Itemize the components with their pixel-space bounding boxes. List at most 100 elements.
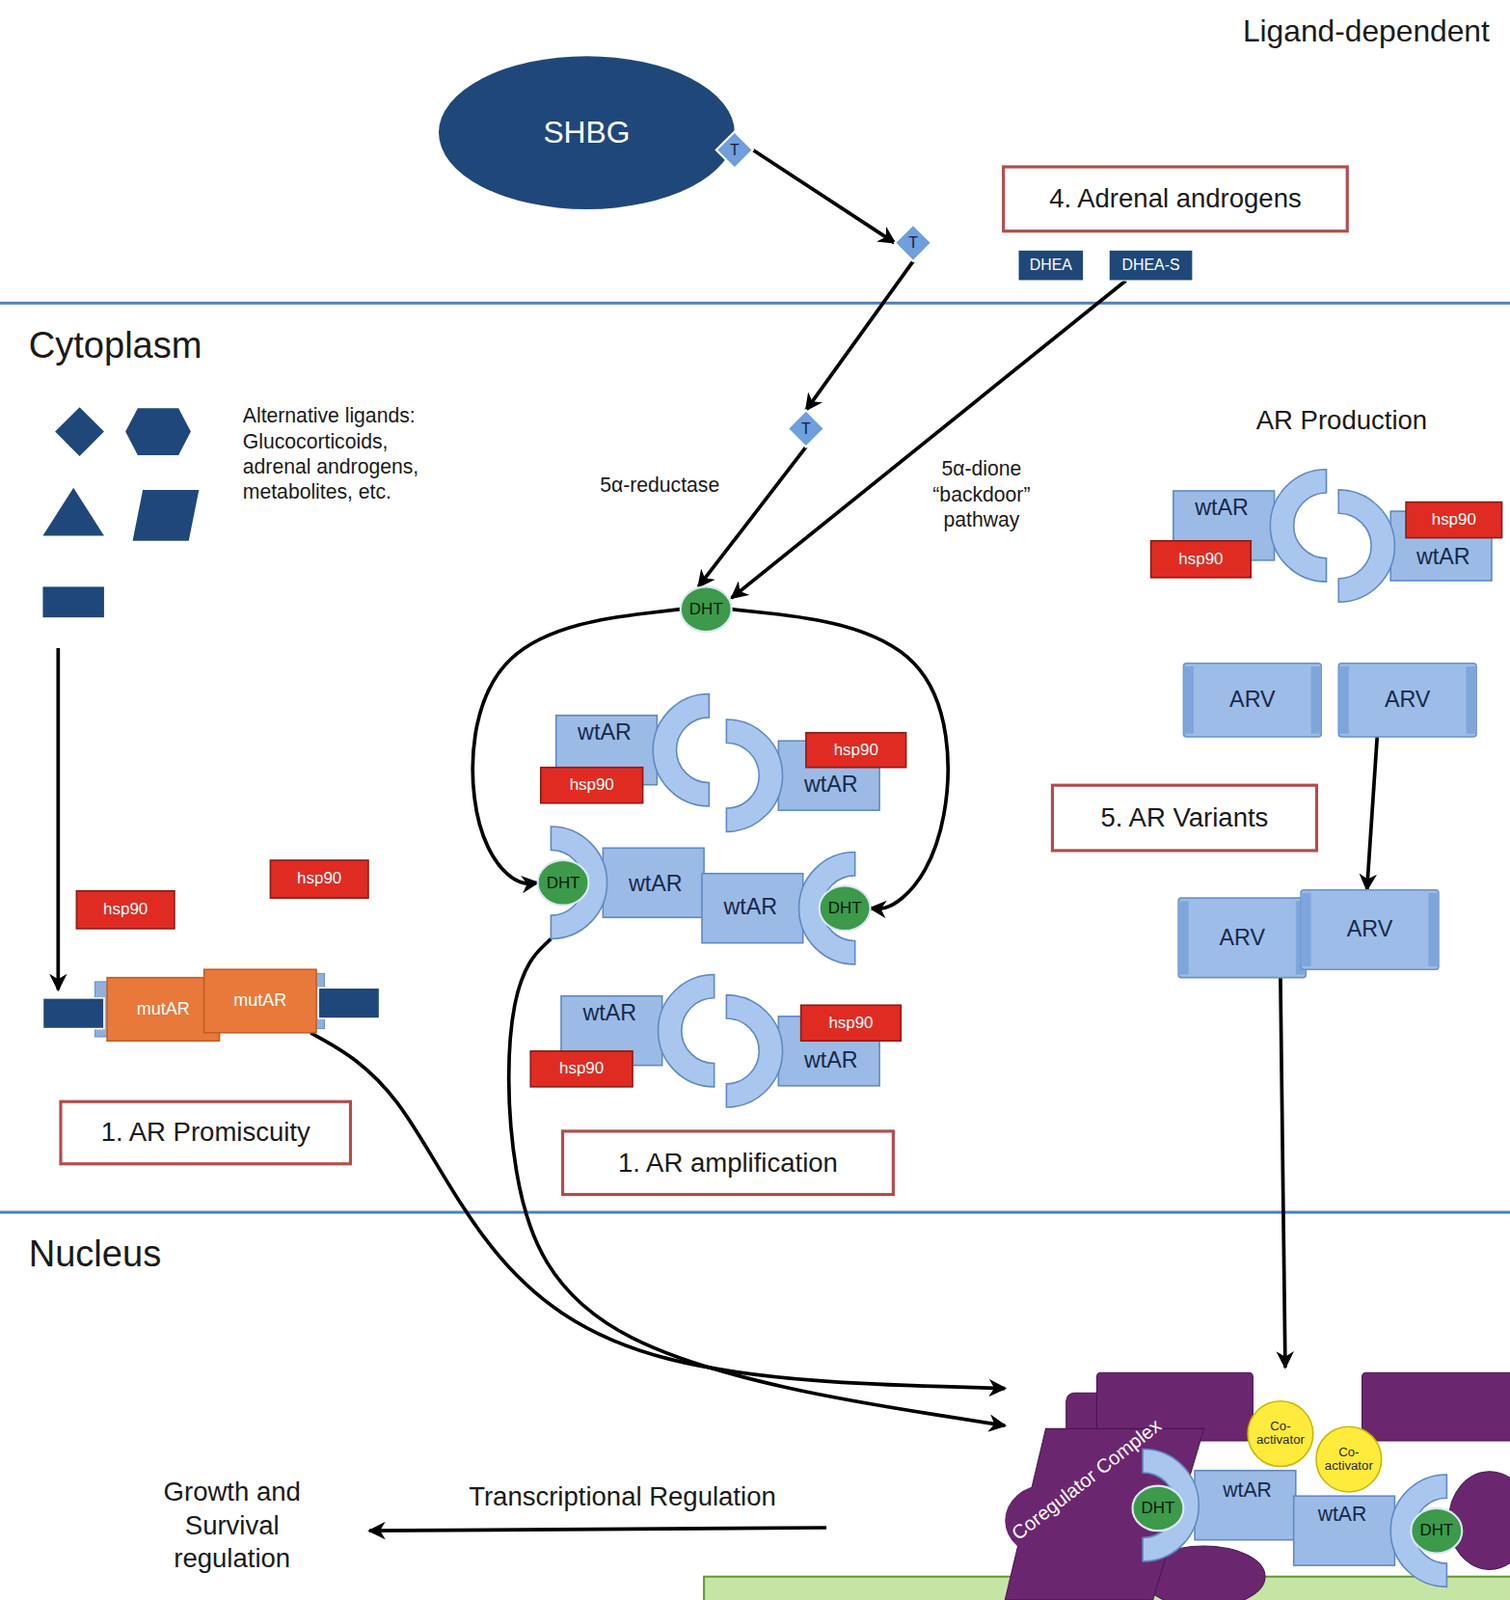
- diagram-label: Transcriptional Regulation: [423, 1479, 822, 1512]
- ligand-rectangle: [42, 586, 104, 618]
- coactivator-name: Co- activator: [1250, 1420, 1310, 1448]
- diagram-label: 5α-dione “backdoor” pathway: [916, 456, 1047, 533]
- chaperone-name: hsp90: [1178, 549, 1223, 568]
- ligand-circle: DHT: [1132, 1485, 1185, 1532]
- callout-title: 4. Adrenal androgens: [1049, 184, 1302, 216]
- variant-name: ARV: [1384, 686, 1430, 713]
- chaperone-box: hsp90: [540, 767, 644, 804]
- callout-title: 1. AR amplification: [618, 1147, 838, 1179]
- ligand-name: DHT: [1141, 1498, 1176, 1517]
- bound-ligand: [318, 987, 379, 1019]
- receptor-name: wtAR: [782, 771, 881, 798]
- diagram-label: AR Production: [1224, 404, 1459, 437]
- mutant-name: mutAR: [136, 998, 190, 1020]
- hormone-box: DHEA: [1018, 249, 1084, 281]
- variant-box: ARV: [1300, 889, 1439, 971]
- signal-arrow: [806, 261, 914, 410]
- diagram-label: 5α-reductase: [599, 472, 754, 498]
- receptor-name: wtAR: [556, 719, 654, 746]
- chaperone-box: hsp90: [76, 890, 175, 929]
- signal-arrow: [310, 1032, 1005, 1389]
- hormone-diamond: T: [894, 224, 932, 262]
- hormone-box: DHEA-S: [1108, 249, 1193, 281]
- ligand-circle: DHT: [1410, 1508, 1462, 1554]
- bound-ligand: [42, 997, 104, 1029]
- ligand-circle: DHT: [538, 860, 590, 906]
- hormone-diamond: T: [787, 409, 825, 447]
- chaperone-box: hsp90: [1151, 540, 1252, 578]
- binding-arrow: [55, 647, 60, 990]
- diagram-label: Alternative ligands: Glucocorticoids, ad…: [242, 403, 458, 506]
- receptor-name: wtAR: [782, 1047, 881, 1074]
- chaperone-name: hsp90: [569, 775, 615, 794]
- receptor-name: wtAR: [701, 893, 800, 920]
- mutant-box: mutAR: [107, 977, 219, 1042]
- ligand-diamond: [54, 406, 105, 457]
- hormone-symbol: T: [729, 140, 740, 159]
- ligand-name: DHT: [689, 599, 724, 619]
- coactivator-name: Co- activator: [1319, 1445, 1378, 1473]
- hormone-diamond: T: [716, 131, 754, 168]
- hormone-symbol: T: [908, 234, 918, 252]
- regulation-arrow: [369, 1527, 827, 1531]
- callout-title: 1. AR Promiscuity: [101, 1117, 311, 1149]
- receptor-name: wtAR: [561, 999, 659, 1026]
- chaperone-box: hsp90: [530, 1051, 633, 1087]
- callout-title: 5. AR Variants: [1101, 802, 1269, 834]
- hormone-symbol: T: [801, 419, 811, 437]
- chaperone-box: hsp90: [1405, 502, 1502, 539]
- ligand-triangle: [42, 487, 104, 537]
- diagram-title: Ligand-dependent: [1142, 12, 1490, 52]
- variant-name: ARV: [1347, 916, 1393, 944]
- callout-box: 1. AR Promiscuity: [58, 1100, 352, 1166]
- signal-arrow: [753, 150, 895, 243]
- hormone-name: DHEA: [1029, 256, 1073, 274]
- coactivator-circle: Co- activator: [1247, 1401, 1314, 1467]
- ligand-name: DHT: [546, 873, 581, 892]
- ligand-hexagon: [125, 407, 191, 456]
- ligand-name: DHT: [828, 898, 863, 917]
- receptor-name: wtAR: [1394, 543, 1492, 570]
- protein-name: SHBG: [542, 114, 630, 151]
- chaperone-name: hsp90: [103, 900, 148, 919]
- callout-box: 1. AR amplification: [561, 1129, 895, 1196]
- receptor-name: wtAR: [1294, 1502, 1392, 1526]
- ligand-name: DHT: [1419, 1520, 1454, 1539]
- signal-arrow: [731, 280, 1127, 598]
- receptor-name: wtAR: [607, 870, 705, 897]
- membrane-line: [0, 301, 1510, 305]
- chaperone-box: hsp90: [806, 732, 907, 768]
- mutant-name: mutAR: [233, 991, 287, 1012]
- coregulator-complex: Coregulator ComplexCo- activatorCo- acti…: [1004, 1367, 1510, 1600]
- chaperone-name: hsp90: [828, 1013, 873, 1032]
- ligand-circle: DHT: [819, 885, 871, 931]
- variant-box: ARV: [1338, 663, 1477, 737]
- chaperone-box: hsp90: [269, 860, 369, 898]
- chaperone-name: hsp90: [559, 1059, 604, 1079]
- chaperone-box: hsp90: [801, 1004, 902, 1041]
- variant-box: ARV: [1183, 663, 1322, 737]
- diagram-label: Nucleus: [28, 1230, 234, 1277]
- diagram-label: Cytoplasm: [28, 322, 295, 369]
- hormone-name: DHEA-S: [1122, 256, 1181, 274]
- chaperone-name: hsp90: [296, 869, 342, 889]
- diagram-label: Growth and Survival regulation: [137, 1475, 327, 1575]
- callout-box: 4. Adrenal androgens: [1001, 164, 1349, 233]
- signal-arrow: [1280, 977, 1286, 1368]
- signal-arrow: [1367, 736, 1378, 890]
- variant-name: ARV: [1219, 924, 1266, 951]
- variant-box: ARV: [1178, 897, 1306, 978]
- signal-arrow: [698, 446, 807, 587]
- signal-arrow: [509, 938, 1006, 1426]
- protein-ellipse: SHBG: [438, 55, 735, 210]
- chaperone-name: hsp90: [1431, 510, 1477, 529]
- callout-box: 5. AR Variants: [1051, 783, 1319, 853]
- receptor-name: wtAR: [1173, 494, 1271, 521]
- variant-name: ARV: [1229, 686, 1275, 713]
- mutant-box: mutAR: [204, 969, 317, 1033]
- receptor-name: wtAR: [1198, 1478, 1296, 1502]
- chaperone-name: hsp90: [834, 740, 879, 759]
- ligand-parallelogram: [133, 489, 200, 541]
- coactivator-circle: Co- activator: [1316, 1426, 1382, 1492]
- ligand-circle: DHT: [680, 586, 732, 632]
